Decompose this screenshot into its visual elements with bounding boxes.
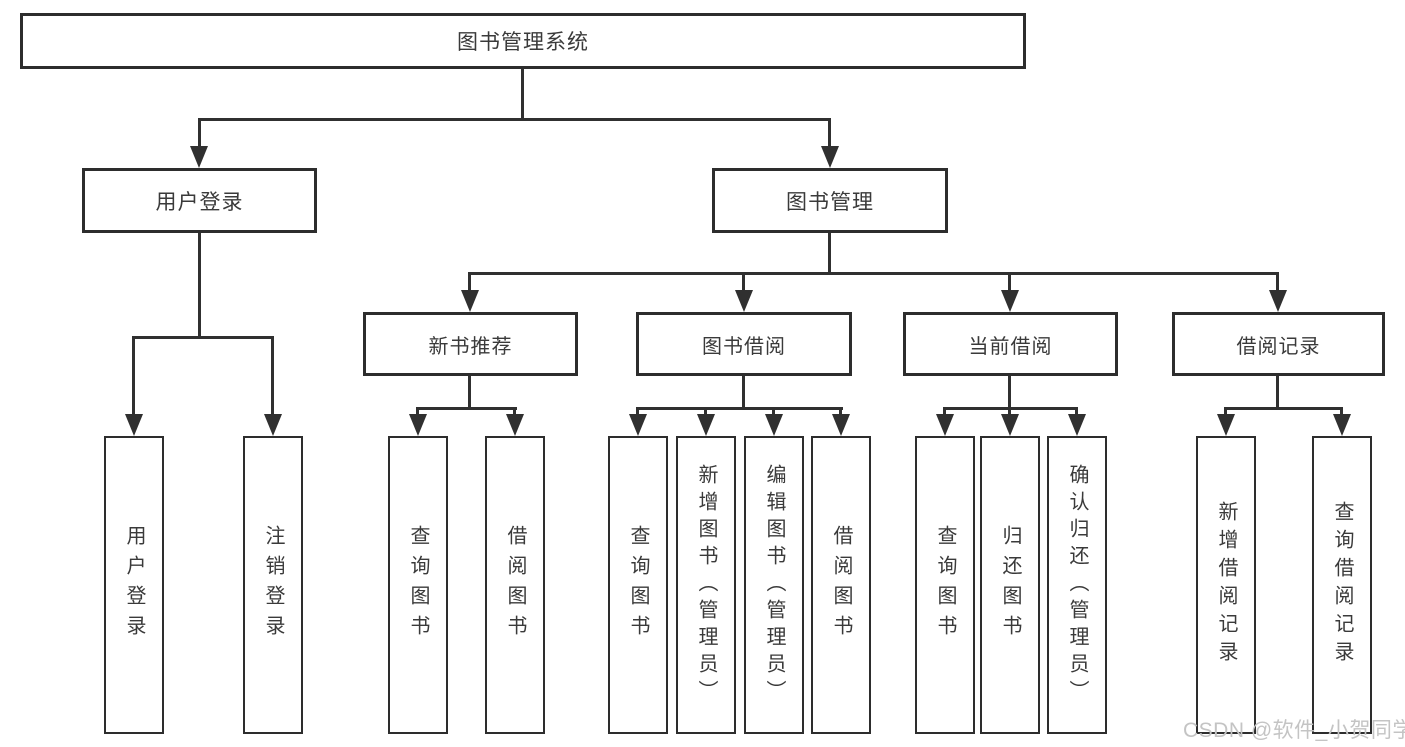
connector-line xyxy=(271,336,274,414)
connector-line xyxy=(521,69,524,118)
leaf-borrow-book-label: 借阅图书 xyxy=(830,525,852,645)
node-user-login-label: 用户登录 xyxy=(155,190,244,214)
connector-line xyxy=(468,376,471,407)
connector-line xyxy=(636,407,843,410)
node-book-borrow-label: 图书借阅 xyxy=(702,335,786,358)
leaf-query-book-recommend: 查询图书 xyxy=(388,436,448,734)
connector-line xyxy=(1075,407,1078,414)
arrow-down-icon xyxy=(629,414,647,436)
leaf-confirm-return-admin: 确认归还（管理员） xyxy=(1047,436,1107,734)
node-borrow-record-label: 借阅记录 xyxy=(1236,335,1321,358)
arrow-down-icon xyxy=(1068,414,1086,436)
leaf-user-login-label: 用户登录 xyxy=(123,525,145,645)
connector-line xyxy=(416,407,517,410)
arrow-down-icon xyxy=(936,414,954,436)
watermark: CSDN @软件_小贺同学 xyxy=(1183,719,1405,742)
leaf-query-borrow-record: 查询借阅记录 xyxy=(1312,436,1372,734)
leaf-return-book-label: 归还图书 xyxy=(999,525,1021,645)
leaf-add-borrow-record-label: 新增借阅记录 xyxy=(1215,501,1237,669)
connector-line xyxy=(132,336,274,339)
leaf-query-book-borrow: 查询图书 xyxy=(608,436,668,734)
node-root: 图书管理系统 xyxy=(20,13,1026,69)
connector-line xyxy=(416,407,419,414)
arrow-down-icon xyxy=(1001,414,1019,436)
connector-line xyxy=(943,407,946,414)
node-current-borrow: 当前借阅 xyxy=(903,312,1118,376)
leaf-user-login: 用户登录 xyxy=(104,436,164,734)
leaf-add-borrow-record: 新增借阅记录 xyxy=(1196,436,1256,734)
node-new-book-recommend-label: 新书推荐 xyxy=(428,335,513,358)
connector-line xyxy=(636,407,639,414)
arrow-down-icon xyxy=(735,290,753,312)
connector-line xyxy=(1224,407,1227,414)
arrow-down-icon xyxy=(409,414,427,436)
leaf-confirm-return-admin-label: 确认归还（管理员） xyxy=(1066,463,1088,707)
arrow-down-icon xyxy=(506,414,524,436)
connector-line xyxy=(468,272,471,290)
arrow-down-icon xyxy=(697,414,715,436)
arrow-down-icon xyxy=(832,414,850,436)
arrow-down-icon xyxy=(190,146,208,168)
connector-line xyxy=(772,407,775,414)
arrow-down-icon xyxy=(821,146,839,168)
connector-line xyxy=(742,376,745,407)
connector-line xyxy=(468,272,1279,275)
leaf-edit-book-admin-label: 编辑图书（管理员） xyxy=(763,463,785,707)
arrow-down-icon xyxy=(264,414,282,436)
arrow-down-icon xyxy=(1001,290,1019,312)
leaf-edit-book-admin: 编辑图书（管理员） xyxy=(744,436,804,734)
arrow-down-icon xyxy=(1217,414,1235,436)
arrow-down-icon xyxy=(461,290,479,312)
node-root-label: 图书管理系统 xyxy=(457,31,589,54)
node-book-borrow: 图书借阅 xyxy=(636,312,852,376)
connector-line xyxy=(1224,407,1343,410)
node-user-login: 用户登录 xyxy=(82,168,317,233)
connector-line xyxy=(1276,272,1279,290)
leaf-query-book-current: 查询图书 xyxy=(915,436,975,734)
leaf-logout-label: 注销登录 xyxy=(262,525,284,645)
leaf-query-borrow-record-label: 查询借阅记录 xyxy=(1331,501,1353,669)
arrow-down-icon xyxy=(1269,290,1287,312)
connector-line xyxy=(132,336,135,414)
node-book-management: 图书管理 xyxy=(712,168,948,233)
leaf-query-book-borrow-label: 查询图书 xyxy=(627,525,649,645)
leaf-query-book-recommend-label: 查询图书 xyxy=(407,525,429,645)
connector-line xyxy=(704,407,707,414)
connector-line xyxy=(1276,376,1279,407)
connector-line xyxy=(839,407,842,414)
connector-line xyxy=(1340,407,1343,414)
node-new-book-recommend: 新书推荐 xyxy=(363,312,578,376)
connector-line xyxy=(742,272,745,290)
connector-line xyxy=(1008,272,1011,290)
arrow-down-icon xyxy=(125,414,143,436)
leaf-add-book-admin: 新增图书（管理员） xyxy=(676,436,736,734)
connector-line xyxy=(1008,407,1011,414)
connector-line xyxy=(513,407,516,414)
connector-line xyxy=(198,118,201,146)
leaf-logout: 注销登录 xyxy=(243,436,303,734)
leaf-borrow-book-recommend-label: 借阅图书 xyxy=(504,525,526,645)
node-book-management-label: 图书管理 xyxy=(786,190,874,214)
node-borrow-record: 借阅记录 xyxy=(1172,312,1385,376)
connector-line xyxy=(828,118,831,146)
leaf-borrow-book: 借阅图书 xyxy=(811,436,871,734)
arrow-down-icon xyxy=(765,414,783,436)
leaf-borrow-book-recommend: 借阅图书 xyxy=(485,436,545,734)
connector-line xyxy=(1008,376,1011,407)
connector-line xyxy=(828,233,831,272)
arrow-down-icon xyxy=(1333,414,1351,436)
node-current-borrow-label: 当前借阅 xyxy=(968,335,1053,358)
leaf-query-book-current-label: 查询图书 xyxy=(934,525,956,645)
connector-line xyxy=(198,233,201,336)
leaf-return-book: 归还图书 xyxy=(980,436,1040,734)
connector-line xyxy=(198,118,831,121)
leaf-add-book-admin-label: 新增图书（管理员） xyxy=(695,463,717,707)
